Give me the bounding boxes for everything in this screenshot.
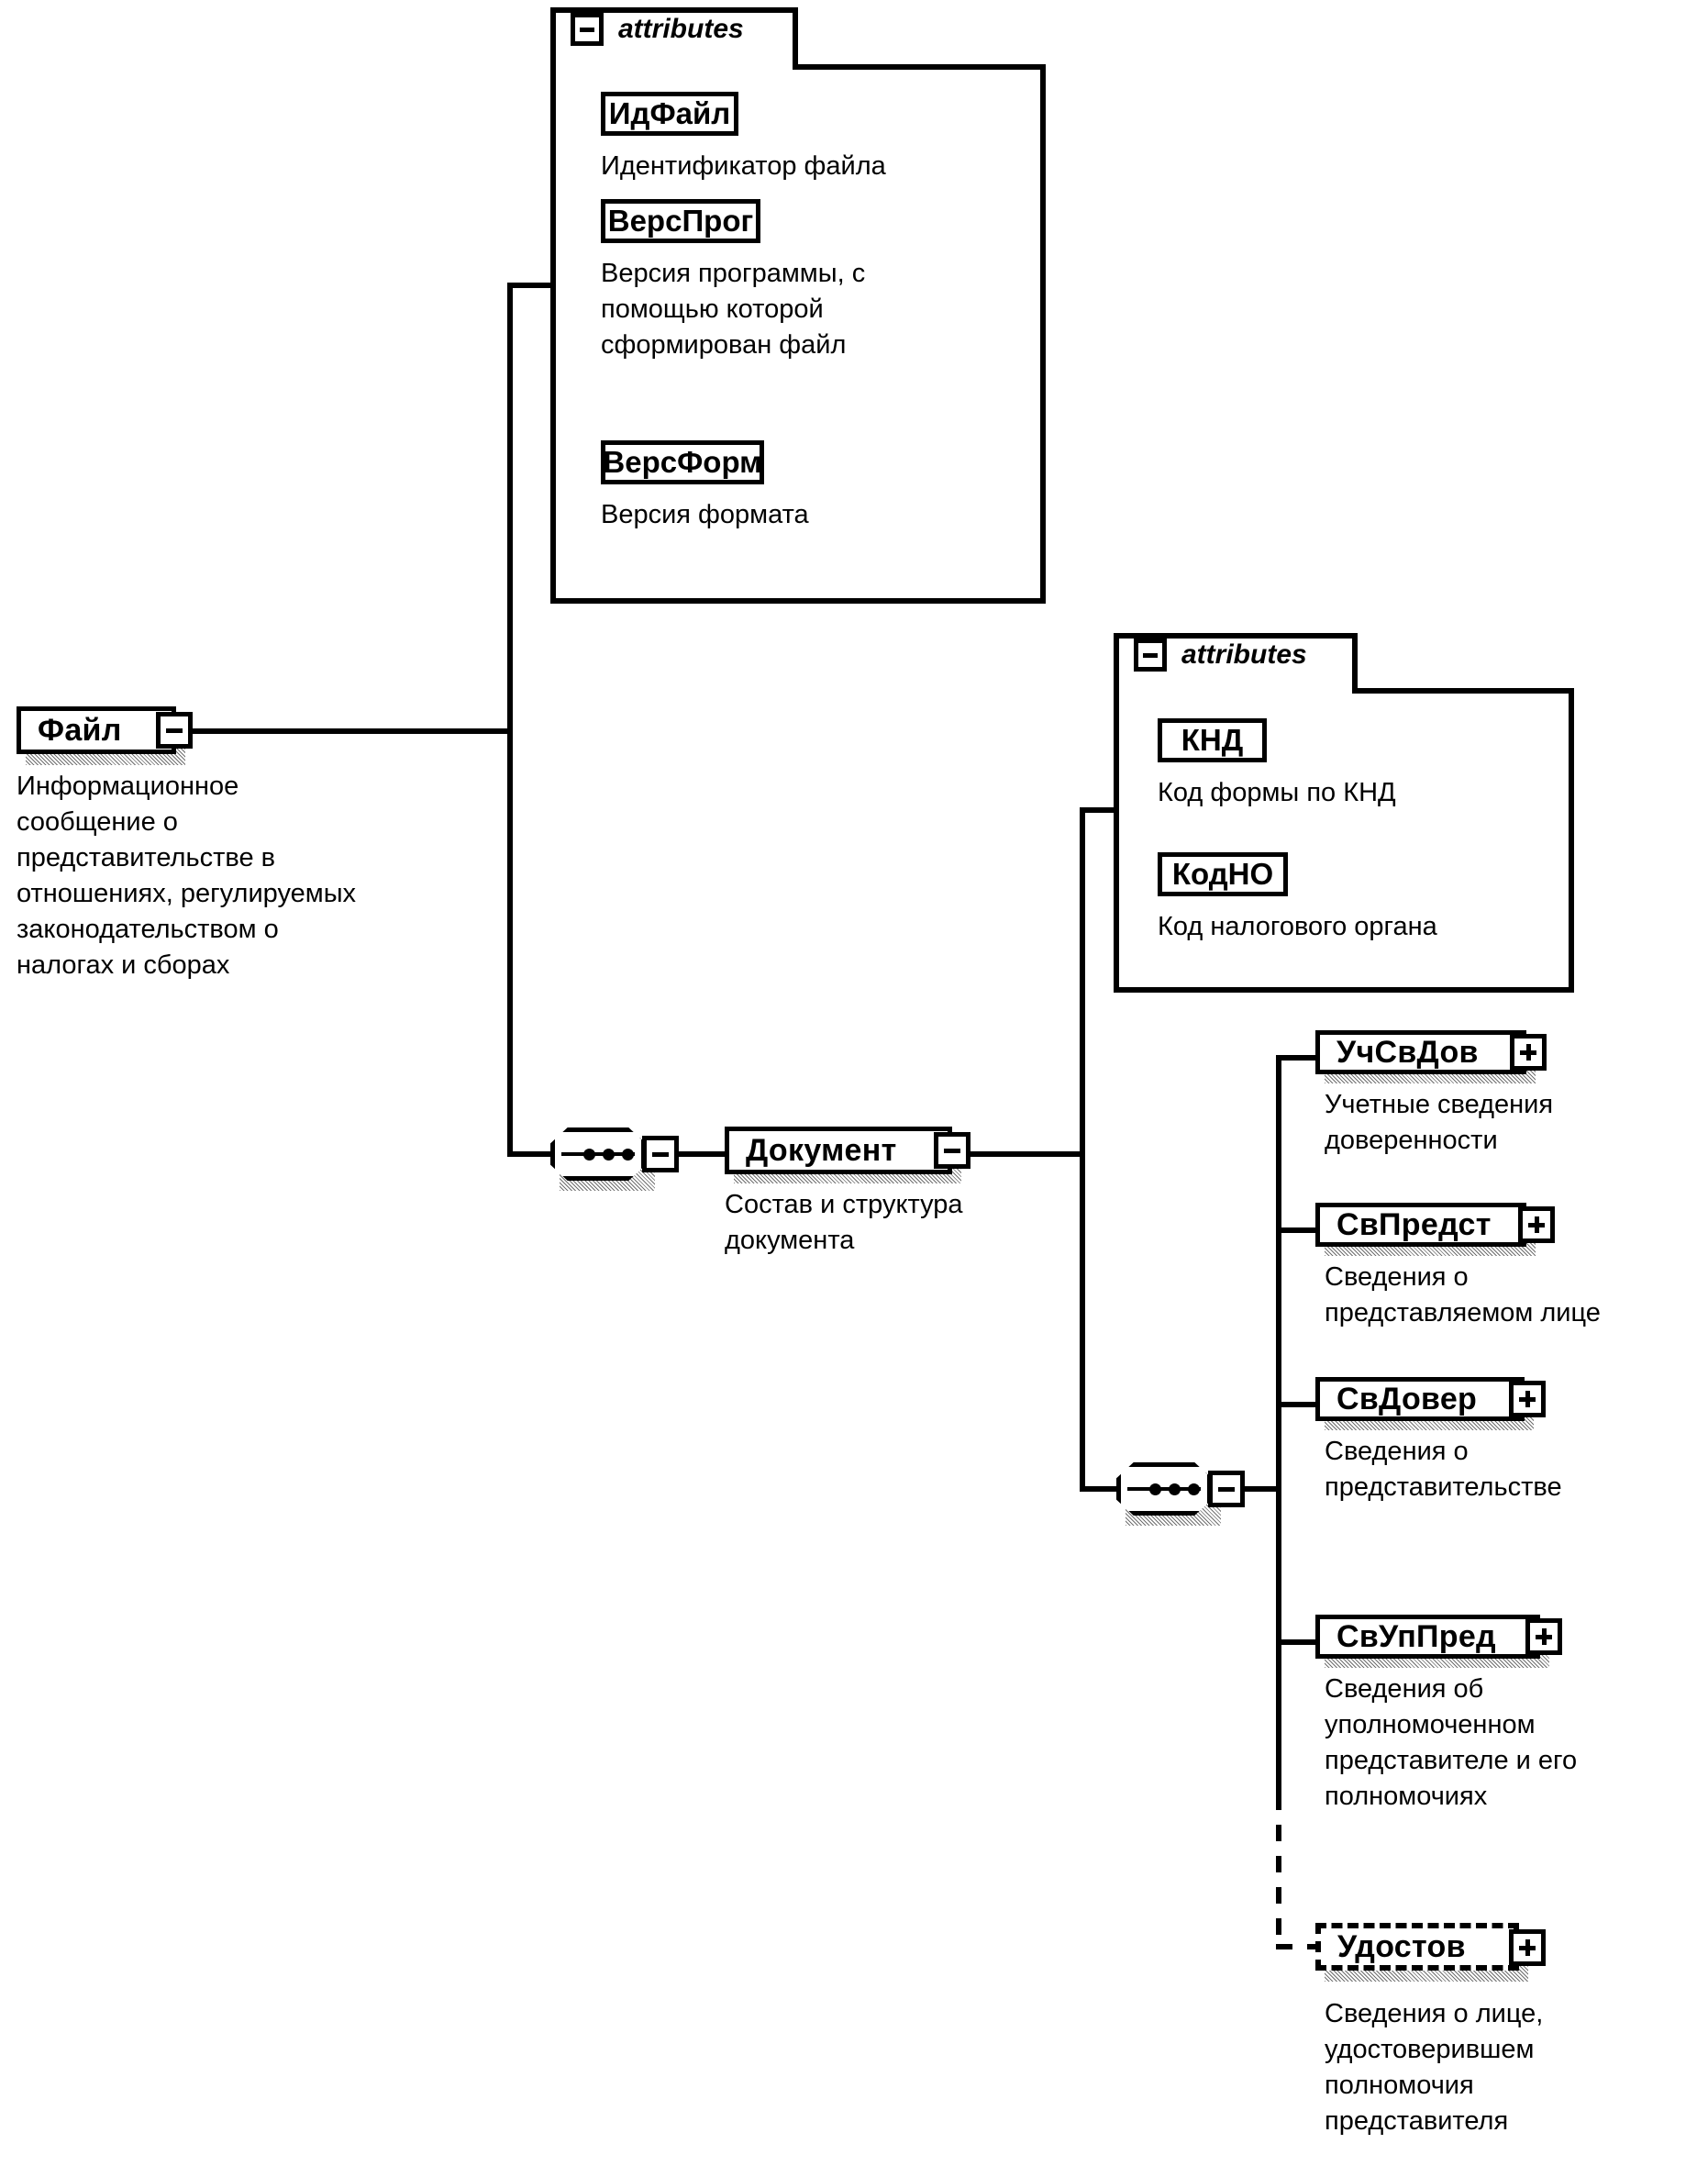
node-label: УчСвДов xyxy=(1336,1034,1479,1070)
node-label: СвПредст xyxy=(1336,1206,1492,1242)
node-label: СвУпПред xyxy=(1336,1618,1496,1654)
connector-branch-svdover xyxy=(1276,1402,1320,1407)
node-label: Документ xyxy=(746,1132,897,1168)
node-uchsvdov[interactable]: УчСвДов xyxy=(1315,1030,1526,1074)
node-description: Информационное сообщение о представитель… xyxy=(17,772,357,980)
connector-sequence-to-document xyxy=(679,1151,725,1157)
attribute-box-versprog[interactable]: ВерсПрог xyxy=(601,199,760,243)
connector-children-trunk-optional xyxy=(1276,1794,1281,1949)
attribute-description: Код формы по КНД xyxy=(1158,778,1396,807)
connector-branch-svuppred xyxy=(1276,1639,1320,1645)
node-description: Сведения о представительстве xyxy=(1325,1437,1562,1502)
connector-children-trunk xyxy=(1276,1055,1281,1794)
attribute-box-versform[interactable]: ВерсФорм xyxy=(601,440,764,484)
sequence2-collapse-toggle[interactable] xyxy=(1208,1471,1245,1507)
connector-document-to-trunk xyxy=(970,1151,1085,1157)
document-attributes-container xyxy=(1114,633,1574,993)
sequence-dot xyxy=(603,1148,615,1161)
node-description: Сведения об уполномоченном представителе… xyxy=(1325,1674,1578,1811)
node-svuppred[interactable]: СвУпПред xyxy=(1315,1615,1540,1659)
connector-trunk-file xyxy=(507,283,513,1157)
attributes-frame xyxy=(1114,633,1574,993)
attribute-label: КодНО xyxy=(1171,857,1274,891)
connector-file-to-trunk xyxy=(191,728,509,734)
connector-sequence2-to-children-trunk xyxy=(1245,1486,1281,1492)
node-label: Файл xyxy=(38,712,122,748)
attribute-description: Версия программы, с помощью которой сфор… xyxy=(601,259,866,360)
node-dokument[interactable]: Документ xyxy=(725,1127,952,1174)
attribute-box-kodno[interactable]: КодНО xyxy=(1158,852,1288,896)
frame-right-edge xyxy=(1040,64,1046,604)
node-description: Учетные сведения доверенности xyxy=(1325,1090,1554,1155)
attributes-label: attributes xyxy=(618,14,744,44)
frame-left-edge xyxy=(550,7,556,604)
attribute-box-idfail[interactable]: ИдФайл xyxy=(601,92,738,136)
svuppred-expand-toggle[interactable] xyxy=(1525,1618,1562,1655)
frame-bottom-edge xyxy=(550,598,1046,604)
svpredst-expand-toggle[interactable] xyxy=(1518,1206,1555,1243)
frame-left-edge xyxy=(1114,633,1119,993)
sequence-collapse-toggle[interactable] xyxy=(642,1136,679,1172)
node-description: Сведения о лице, удостоверившем полномоч… xyxy=(1325,1999,1544,2136)
fail-collapse-toggle[interactable] xyxy=(156,712,193,749)
frame-bottom-edge xyxy=(1114,987,1574,993)
attribute-label: КНД xyxy=(1181,723,1244,757)
attribute-description: Код налогового органа xyxy=(1158,912,1437,941)
node-description: Сведения о представляемом лице xyxy=(1325,1262,1601,1327)
connector-branch-svpredst xyxy=(1276,1227,1320,1233)
connector-trunk-to-file-attributes xyxy=(507,283,553,288)
uchsvdov-expand-toggle[interactable] xyxy=(1510,1034,1547,1071)
document-attributes-header[interactable]: attributes xyxy=(1134,639,1307,672)
sequence-dot xyxy=(622,1148,634,1161)
frame-step-top-edge xyxy=(1352,688,1574,694)
node-svpredst[interactable]: СвПредст xyxy=(1315,1203,1526,1247)
frame-step-top-edge xyxy=(793,64,1046,70)
attribute-label: ИдФайл xyxy=(608,96,731,130)
connector-trunk-to-document-attributes xyxy=(1080,807,1121,813)
collapse-minus-icon[interactable] xyxy=(1134,639,1167,672)
sequence-compositor-icon[interactable] xyxy=(550,1127,646,1181)
udostov-expand-toggle[interactable] xyxy=(1509,1929,1546,1966)
sequence-bar xyxy=(561,1152,635,1156)
attribute-description: Идентификатор файла xyxy=(601,151,886,181)
frame-tab-right-edge xyxy=(1352,633,1358,694)
connector-trunk-document xyxy=(1080,807,1085,1492)
sequence-bar xyxy=(1127,1487,1201,1491)
frame-right-edge xyxy=(1569,688,1574,993)
attribute-label: ВерсФорм xyxy=(603,445,762,479)
sequence-dot xyxy=(1188,1483,1200,1495)
connector-branch-uchsvdov xyxy=(1276,1055,1320,1061)
node-udostov[interactable]: Удостов xyxy=(1315,1923,1519,1971)
node-fail[interactable]: Файл xyxy=(17,706,176,754)
node-label: Удостов xyxy=(1337,1928,1466,1964)
connector-trunk-to-sequence xyxy=(507,1151,550,1157)
document-collapse-toggle[interactable] xyxy=(934,1132,970,1169)
node-svdover[interactable]: СвДовер xyxy=(1315,1377,1525,1421)
attribute-box-knd[interactable]: КНД xyxy=(1158,718,1267,762)
sequence-dot xyxy=(1149,1483,1161,1495)
frame-tab-top-edge xyxy=(1114,633,1358,639)
svdover-expand-toggle[interactable] xyxy=(1509,1381,1546,1417)
sequence-compositor-icon[interactable] xyxy=(1116,1462,1212,1516)
frame-tab-right-edge xyxy=(793,7,798,70)
connector-trunk-to-sequence2 xyxy=(1080,1486,1116,1492)
attribute-label: ВерсПрог xyxy=(607,204,754,238)
frame-tab-top-edge xyxy=(550,7,798,13)
collapse-minus-icon[interactable] xyxy=(571,13,604,46)
sequence-dot xyxy=(583,1148,595,1161)
connector-optional-to-udostov xyxy=(1276,1944,1320,1949)
file-attributes-header[interactable]: attributes xyxy=(571,13,744,46)
sequence-dot xyxy=(1169,1483,1181,1495)
attributes-label: attributes xyxy=(1181,639,1307,670)
attribute-description: Версия формата xyxy=(601,500,809,529)
node-description: Состав и структура документа xyxy=(725,1190,963,1255)
node-label: СвДовер xyxy=(1336,1381,1478,1416)
